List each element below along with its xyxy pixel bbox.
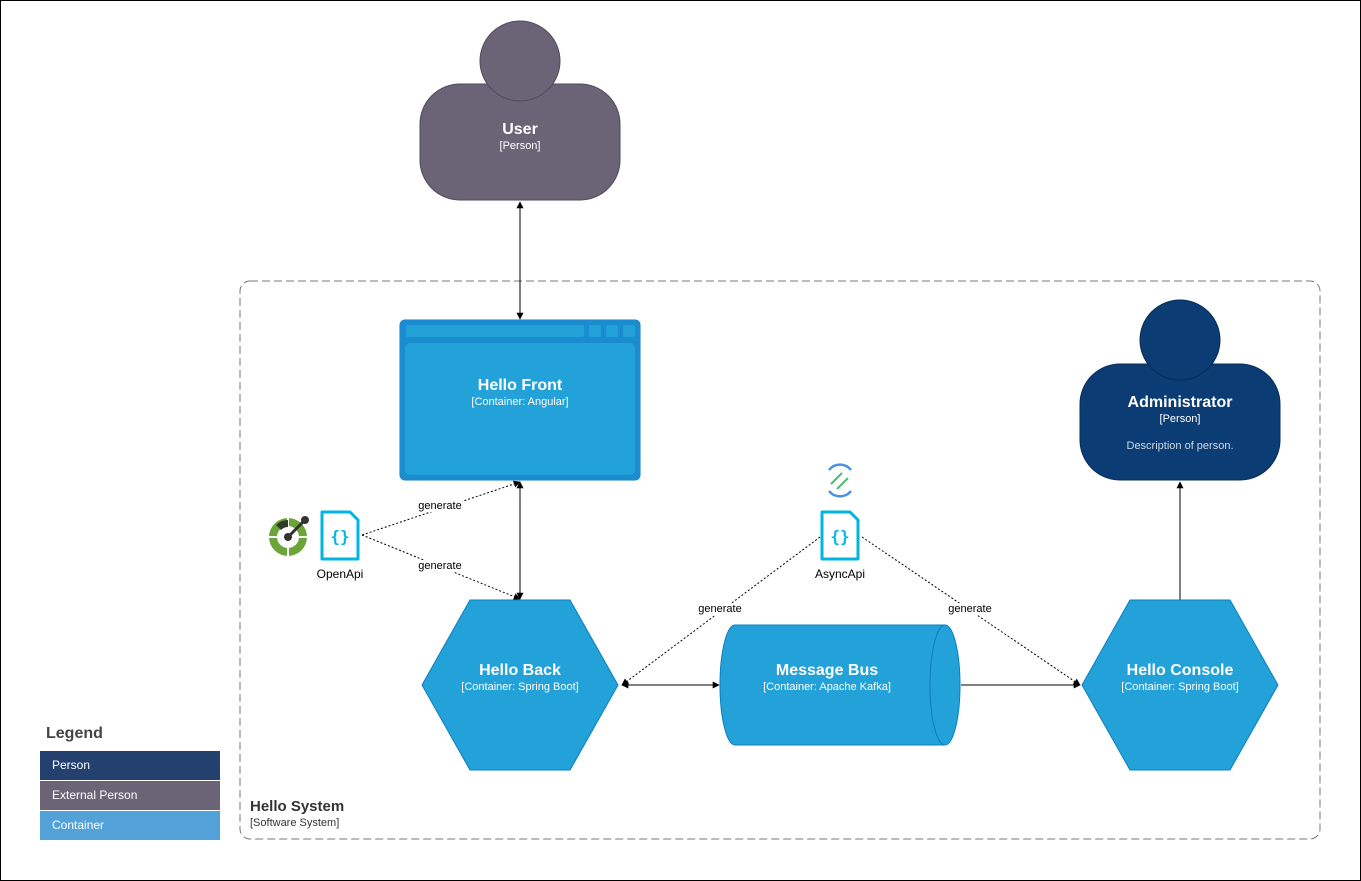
edge-label-openapi-front: generate <box>417 500 463 512</box>
hello-console-container-shape[interactable] <box>1081 599 1279 771</box>
admin-type: [Person] <box>1159 413 1201 425</box>
edge-label-asyncapi-back: generate <box>697 603 743 615</box>
legend-item-person: Person <box>40 751 220 780</box>
admin-description: Description of person. <box>1126 440 1234 452</box>
front-type: [Container: Angular] <box>471 396 569 408</box>
edge-label-asyncapi-console: generate <box>947 603 993 615</box>
edge-label-openapi-back: generate <box>417 560 463 572</box>
legend-item-container: Container <box>40 811 220 840</box>
bus-title: Message Bus <box>775 662 879 679</box>
admin-title: Administrator <box>1127 394 1233 411</box>
bus-type: [Container: Apache Kafka] <box>763 681 891 693</box>
boundary-type: [Software System] <box>250 817 340 829</box>
message-bus-container-shape[interactable] <box>719 624 961 746</box>
boundary-title: Hello System <box>250 798 345 815</box>
legend-title: Legend <box>46 725 103 742</box>
svg-text:{}: {} <box>330 527 349 546</box>
console-title: Hello Console <box>1126 662 1234 679</box>
back-type: [Container: Spring Boot] <box>461 681 579 693</box>
legend-item-external-person: External Person <box>40 781 220 810</box>
hello-back-container-shape[interactable] <box>421 599 619 771</box>
back-title: Hello Back <box>479 662 561 679</box>
asyncapi-logo-icon <box>828 463 852 498</box>
user-type: [Person] <box>499 140 541 152</box>
user-title: User <box>502 121 538 138</box>
console-type: [Container: Spring Boot] <box>1121 681 1239 693</box>
openapi-logo-icon <box>269 516 309 556</box>
openapi-label: OpenApi <box>316 567 364 581</box>
user-person-shape[interactable] <box>419 20 621 201</box>
asyncapi-label: AsyncApi <box>814 567 866 581</box>
svg-text:{}: {} <box>830 527 849 546</box>
administrator-person-shape[interactable] <box>1079 299 1281 481</box>
edge-asyncapi-back <box>621 536 821 686</box>
front-title: Hello Front <box>477 377 563 394</box>
system-boundary <box>239 280 1321 840</box>
asyncapi-spec-icon[interactable]: {} <box>820 510 860 561</box>
openapi-spec-icon[interactable]: {} <box>320 510 360 561</box>
hello-front-container-shape[interactable] <box>399 319 641 481</box>
